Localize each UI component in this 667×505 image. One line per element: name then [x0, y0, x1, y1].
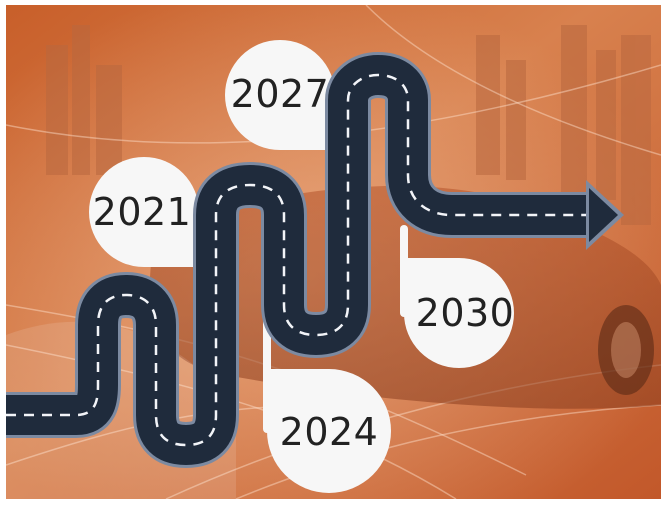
city-skyline: [46, 25, 651, 225]
roadmap-infographic: 2027 2021 2030 2024: [6, 5, 661, 499]
arrow-right-icon: [586, 180, 624, 250]
roadmap-canvas: 2027 2021 2030 2024: [6, 5, 661, 499]
milestone-label-2027: 2027: [231, 72, 330, 116]
milestone-label-2021: 2021: [93, 190, 192, 234]
milestone-label-2024: 2024: [280, 410, 379, 454]
road-roadmap: [6, 52, 591, 468]
lane-dashes: [6, 73, 591, 447]
milestone-bubble-2030: [400, 225, 514, 368]
milestone-label-2030: 2030: [416, 291, 515, 335]
